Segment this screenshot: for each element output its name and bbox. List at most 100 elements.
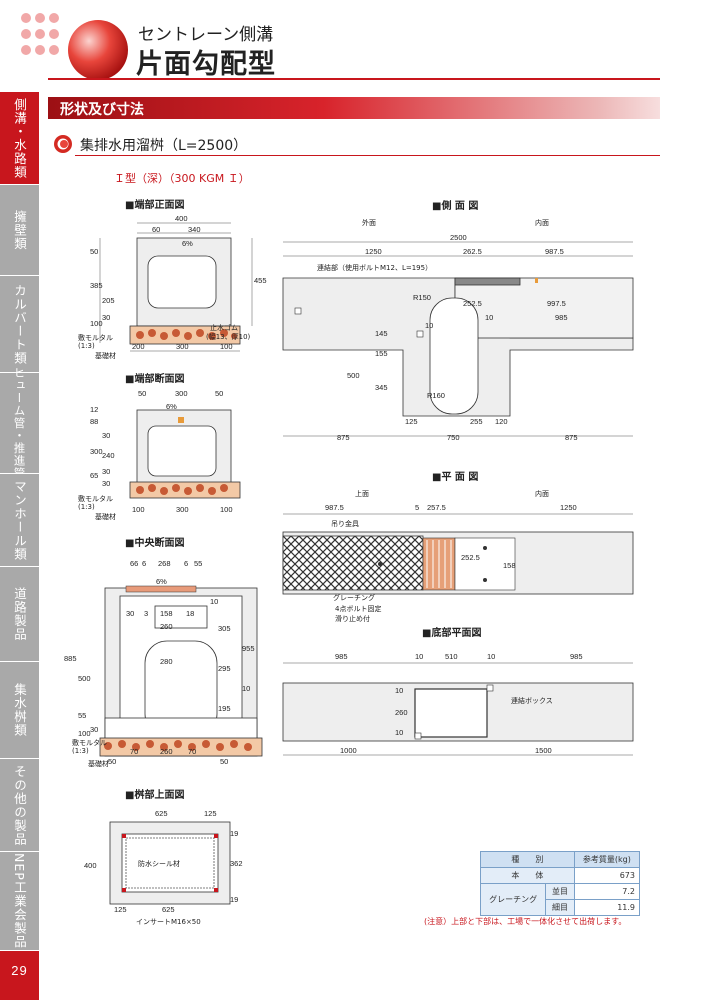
plan-inner-label: 内面	[535, 490, 549, 498]
dim-label: 455	[254, 276, 267, 285]
sidebar-item-retaining-walls[interactable]: 擁壁類	[0, 185, 40, 275]
sidebar-item-label: マンホール類	[12, 479, 27, 561]
dim-label: 200	[132, 342, 145, 351]
dim-label: 6	[184, 559, 188, 568]
dim-label: 875	[337, 433, 350, 442]
dim-label: 1500	[535, 746, 552, 755]
sidebar-item-label: 側溝・水路類	[12, 97, 27, 179]
weight-table: 種 別 参考質量(kg) 本 体 673 グレーチング 並目 7.2 細目 11…	[479, 851, 641, 916]
dim-label: 260	[160, 622, 173, 631]
sidebar-item-nep-products[interactable]: NEP工業会製品	[0, 852, 40, 950]
dim-label: 10	[425, 321, 433, 330]
end-section-drawing: 50 300 50 6% 12 88 30 300 240 30 65 30 1…	[78, 389, 241, 521]
dim-label: 885	[64, 654, 77, 663]
dim-label: 257.5	[427, 503, 446, 512]
sidebar-item-channels[interactable]: 側溝・水路類	[0, 92, 40, 184]
dim-label: 70	[130, 747, 138, 756]
end-front-drawing: 400 60 340 6% 50 385 205 455 100 30 200 …	[78, 214, 267, 360]
dim-label: 400	[175, 214, 188, 223]
dim-label: 255	[470, 417, 483, 426]
note-text: (注意）上部と下部は、工場で一体化させて出荷します。	[424, 917, 627, 926]
section-subtitle: 集排水用溜桝（L=2500）	[80, 138, 248, 154]
dim-label: 30	[102, 313, 110, 322]
dim-label: 750	[447, 433, 460, 442]
dim-label: 66	[130, 559, 138, 568]
sidebar-item-label: 集水桝類	[12, 683, 27, 737]
dim-label: 510	[445, 652, 458, 661]
sidebar-item-road-products[interactable]: 道路製品	[0, 567, 40, 661]
annotation: 基礎材	[95, 512, 116, 521]
sidebar-item-other-products[interactable]: その他の製品	[0, 759, 40, 851]
type-label: Ｉ型（深）（300 KGM Ｉ）	[114, 172, 250, 185]
dim-label: 125	[114, 905, 127, 914]
dim-label: 6%	[166, 402, 177, 411]
dim-label: 3	[144, 609, 148, 618]
table-header-row: 種 別 参考質量(kg)	[480, 851, 641, 868]
annotation: 連結ボックス	[511, 696, 553, 705]
sidebar-item-culverts[interactable]: カルバート類	[0, 276, 40, 372]
dim-label: 60	[152, 225, 160, 234]
dim-label: 5	[415, 503, 419, 512]
dim-label: 500	[78, 674, 91, 683]
table-cell: グレーチング	[479, 883, 547, 916]
table-row: 細目 11.9	[481, 899, 641, 916]
dim-label: 6%	[156, 577, 167, 586]
page-number: 29	[11, 963, 28, 978]
dim-label: 6	[142, 559, 146, 568]
dim-label: 50	[138, 389, 146, 398]
table-header-cell: 参考質量(kg)	[573, 851, 641, 868]
dim-label: 300	[90, 447, 103, 456]
plan-top-label: 上面	[355, 490, 369, 498]
dim-label: 625	[162, 905, 175, 914]
page-title: 片面勾配型	[136, 49, 276, 80]
plan-view-title: ■平 面 図	[432, 472, 479, 483]
header-subtitle: セントレーン側溝	[138, 25, 274, 45]
dim-label: 145	[375, 329, 388, 338]
annotation: 滑り止め付	[335, 614, 370, 623]
dim-label: 985	[555, 313, 568, 322]
annotation: 4点ボルト固定	[335, 604, 381, 613]
sidebar-item-manholes[interactable]: マンホール類	[0, 474, 40, 566]
dim-label: 340	[188, 225, 201, 234]
sidebar-item-label: ヒューム管・推進管	[12, 366, 27, 480]
dim-label: 997.5	[547, 299, 566, 308]
dim-label: 55	[78, 711, 86, 720]
table-cell: 並目	[545, 883, 575, 900]
dim-label: 30	[102, 479, 110, 488]
end-front-title: ■端部正面図	[125, 200, 185, 211]
dim-label: 985	[570, 652, 583, 661]
dim-label: 305	[218, 624, 231, 633]
subtitle-rule	[75, 155, 660, 156]
dim-label: 295	[218, 664, 231, 673]
dim-label: 987.5	[545, 247, 564, 256]
dim-label: 100	[78, 729, 91, 738]
dim-label: 875	[565, 433, 578, 442]
side-outer-label: 外面	[362, 219, 376, 227]
sidebar-item-label: その他の製品	[12, 764, 27, 846]
dim-label: 50	[220, 757, 228, 766]
dim-label: 985	[335, 652, 348, 661]
dim-label: 252.5	[461, 553, 480, 562]
dim-label: 70	[188, 747, 196, 756]
table-cell: 11.9	[573, 899, 641, 916]
table-cell: 本 体	[480, 867, 575, 884]
dim-label: 400	[84, 861, 97, 870]
table-row: 本 体 673	[480, 867, 641, 884]
box-top-drawing: 625 125 400 19 362 19 125 625 防水シール材 インサ…	[84, 809, 243, 926]
section-title: 形状及び寸法	[60, 102, 144, 118]
dim-label: 625	[155, 809, 168, 818]
annotation: 基礎材	[95, 351, 116, 360]
sidebar-item-catch-basins[interactable]: 集水桝類	[0, 662, 40, 758]
dim-label: 30	[102, 467, 110, 476]
bottom-plan-drawing: 985 10 510 10 985 10 260 10 1000 1500 連結…	[282, 652, 634, 756]
dim-label: 19	[230, 895, 238, 904]
sidebar-item-hume-pipes[interactable]: ヒューム管・推進管	[0, 367, 40, 479]
annotation: 止水ゴム	[210, 323, 238, 332]
table-row: グレーチング 並目 7.2	[479, 883, 641, 916]
dim-label: 50	[215, 389, 223, 398]
dim-label: 10	[242, 684, 250, 693]
dim-label: 55	[194, 559, 202, 568]
dim-label: 155	[375, 349, 388, 358]
dim-label: 1000	[340, 746, 357, 755]
dim-label: 158	[160, 609, 173, 618]
